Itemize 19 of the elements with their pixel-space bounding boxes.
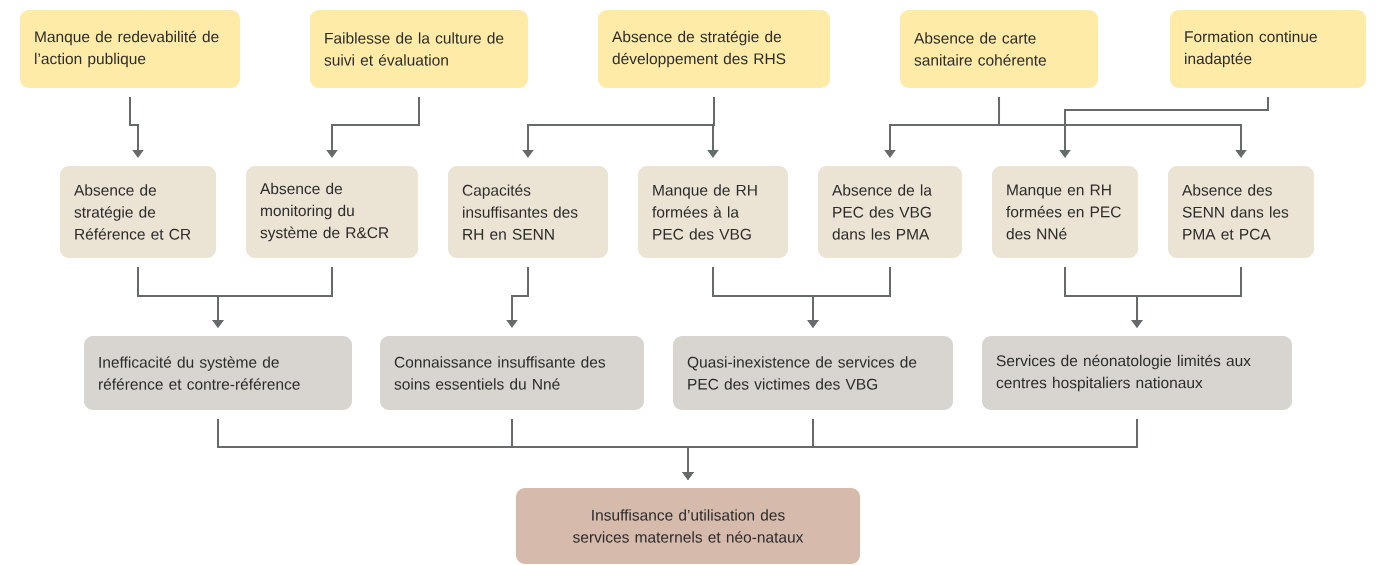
cause-box: Absence de monitoring du système de R&CR xyxy=(246,166,418,258)
cause-box: Manque en RH formées en PEC des NNé xyxy=(992,166,1138,258)
effect-box: Services de néonatologie limités aux centres hospitaliers nationaux xyxy=(982,336,1292,410)
cause-box: Absence de la PEC des VBG dans les PMA xyxy=(818,166,962,258)
cause-box: Manque de RH formées à la PEC des VBG xyxy=(638,166,788,258)
effect-box: Connaissance insuffisante des soins essentiels du Nné xyxy=(380,336,644,410)
cause-box: Absence de carte sanitaire cohérente xyxy=(900,10,1098,88)
cause-box: Faiblesse de la culture de suivi et évaluation xyxy=(310,10,528,88)
cause-box: Manque de redevabilité de l’action publique xyxy=(20,10,240,88)
arrow xyxy=(998,96,1247,158)
cause-box: Absence de stratégie de développement des RHS xyxy=(598,10,830,88)
effect-box: Inefficacité du système de référence et contre-référence xyxy=(84,336,352,410)
arrow xyxy=(129,96,144,158)
cause-box: Absence de stratégie de Référence et CR xyxy=(60,166,216,258)
problem-box: Insuffisance d’utilisation des services maternels et néo-nataux xyxy=(516,488,860,564)
cause-box: Capacités insuffisantes des RH en SENN xyxy=(448,166,608,258)
effect-box: Quasi-inexistence de services de PEC des victimes des VBG xyxy=(673,336,953,410)
cause-box: Absence des SENN dans les PMA et PCA xyxy=(1168,166,1314,258)
cause-box: Formation continue inadaptée xyxy=(1170,10,1366,88)
